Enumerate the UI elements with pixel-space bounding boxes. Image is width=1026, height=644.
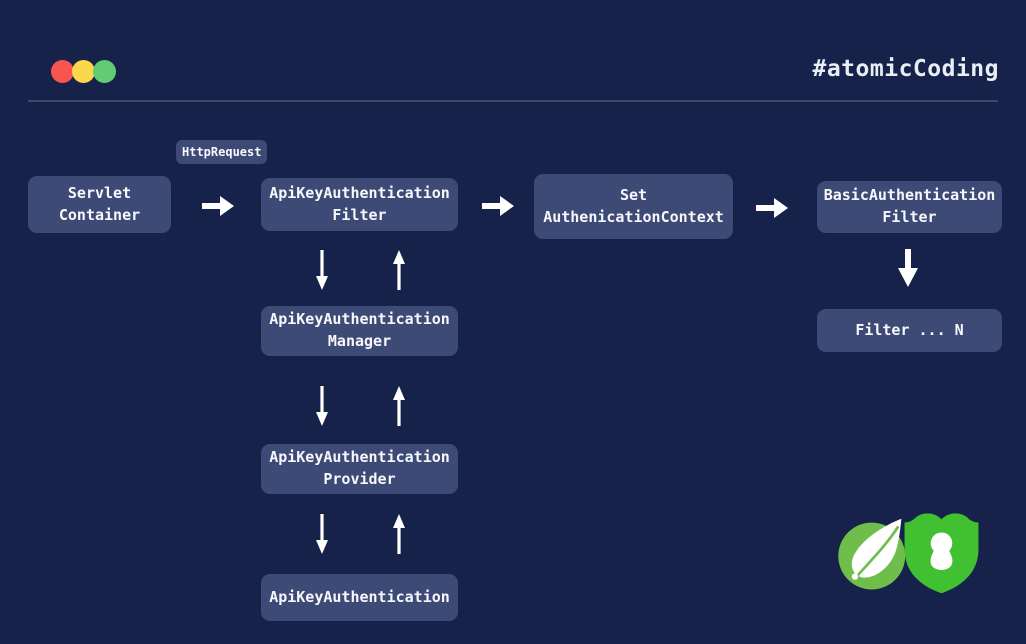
node-apikey-authentication-filter: ApiKeyAuthentication Filter (261, 178, 458, 231)
header-divider (28, 100, 998, 102)
arrow-up-icon (391, 384, 407, 428)
arrow-down-bold-icon (895, 247, 921, 289)
arrow-right-icon (480, 193, 516, 219)
spring-logo-icon (836, 514, 912, 592)
node-set-authenication-context: Set AuthenicationContext (534, 174, 733, 239)
node-apikey-authentication-manager: ApiKeyAuthentication Manager (261, 306, 458, 356)
node-servlet-container: Servlet Container (28, 176, 171, 233)
close-button-icon[interactable] (51, 60, 74, 83)
arrow-up-icon (391, 248, 407, 292)
arrow-right-icon (754, 195, 790, 221)
http-request-badge: HttpRequest (176, 140, 268, 164)
arrow-down-icon (314, 248, 330, 292)
arrow-down-icon (314, 512, 330, 556)
node-apikey-authentication-provider: ApiKeyAuthentication Provider (261, 444, 458, 494)
window-controls (51, 60, 116, 83)
security-shield-icon (903, 509, 980, 596)
arrow-down-icon (314, 384, 330, 428)
node-basic-authentication-filter: BasicAuthentication Filter (817, 181, 1002, 233)
node-apikey-authentication: ApiKeyAuthentication (261, 574, 458, 621)
maximize-button-icon[interactable] (93, 60, 116, 83)
minimize-button-icon[interactable] (72, 60, 95, 83)
arrow-right-icon (200, 193, 236, 219)
node-filter-n: Filter ... N (817, 309, 1002, 352)
page-title: #atomicCoding (812, 56, 999, 82)
arrow-up-icon (391, 512, 407, 556)
